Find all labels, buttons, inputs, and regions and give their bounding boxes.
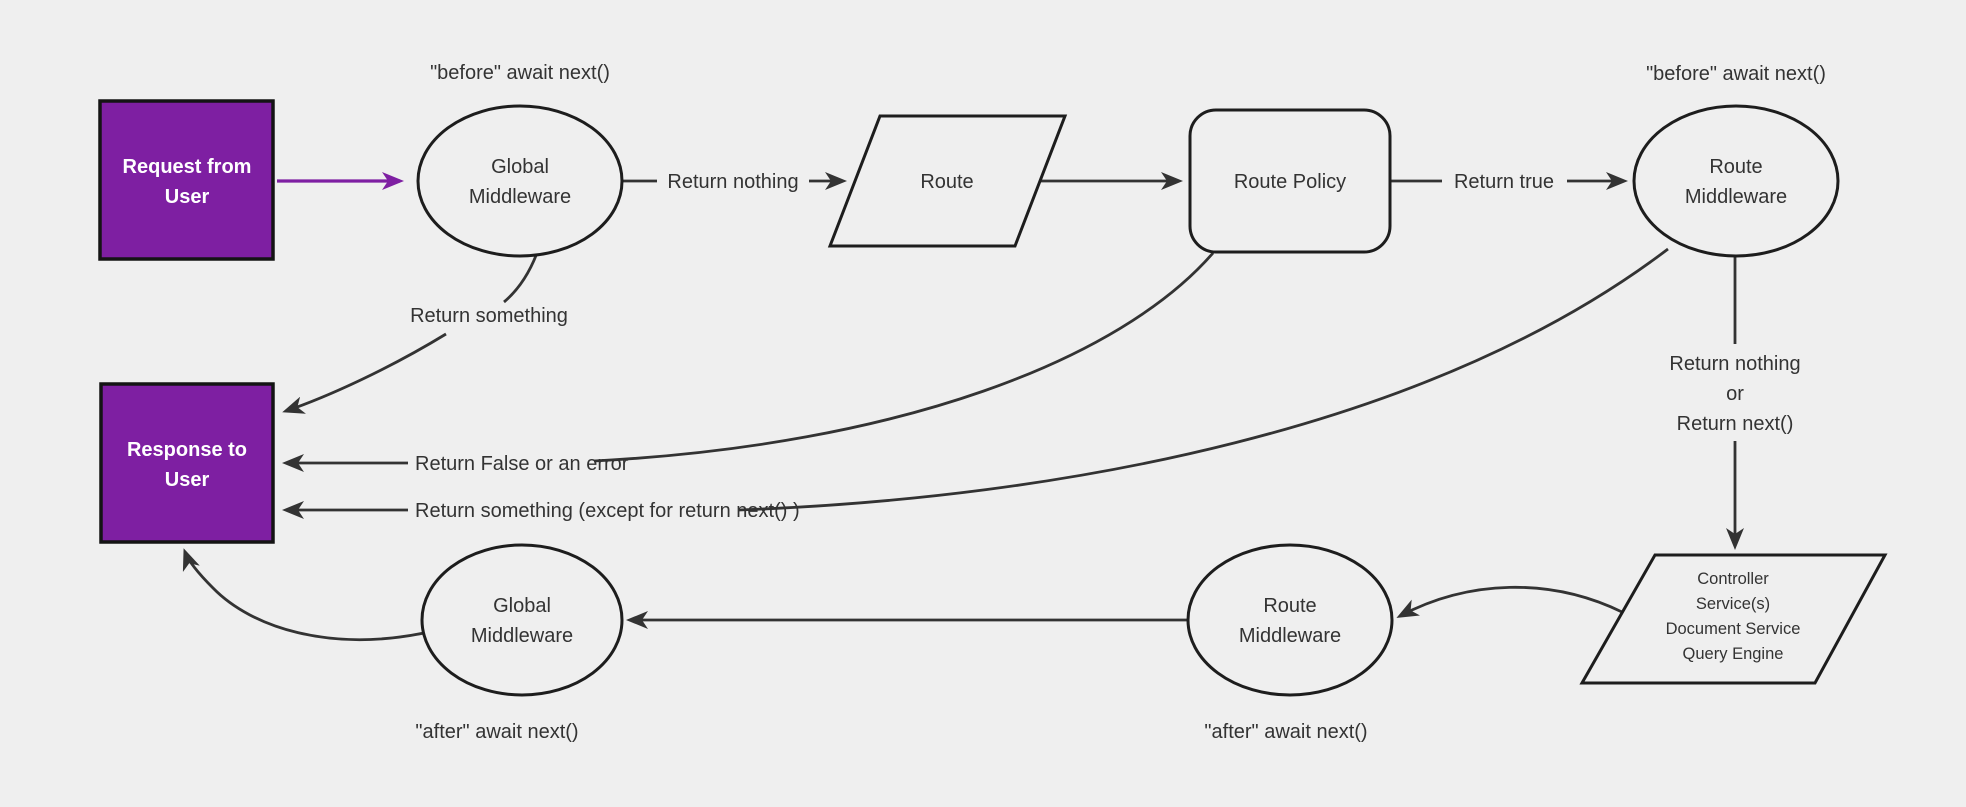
label-return-false-or-error: Return False or an error <box>415 453 629 475</box>
route-middleware-top-label-line1: Route <box>1709 156 1762 178</box>
route-middleware-bottom-ellipse <box>1186 543 1394 697</box>
node-request-from-user: Request from User <box>98 99 275 261</box>
label-after-await-next-left: "after" await next() <box>415 721 578 743</box>
label-return-nothing-or-line3: Return next() <box>1677 413 1794 435</box>
request-from-user-label-line2: User <box>165 186 210 208</box>
route-middleware-bottom-label-line2: Middleware <box>1239 625 1341 647</box>
label-before-await-next-left: "before" await next() <box>430 62 610 84</box>
edge-global-to-response-segment2 <box>282 332 447 414</box>
route-middleware-bottom-label-line1: Route <box>1263 595 1316 617</box>
controller-label-line1: Controller <box>1697 570 1769 588</box>
node-response-to-user: Response to User <box>99 382 275 544</box>
label-return-something-except: Return something (except for return next… <box>415 500 800 522</box>
node-global-middleware-top: Global Middleware <box>416 104 624 258</box>
route-policy-box <box>1188 108 1392 254</box>
global-middleware-top-label-line2: Middleware <box>469 186 571 208</box>
controller-label-line2: Service(s) <box>1696 595 1770 613</box>
edge-routemw-to-response-curve <box>738 247 1669 512</box>
response-to-user-label-line1: Response to <box>127 439 247 461</box>
edge-policy-to-response-curve <box>593 252 1215 463</box>
node-route-middleware-bottom: Route Middleware <box>1186 543 1394 697</box>
node-global-middleware-bottom: Global Middleware <box>420 543 624 697</box>
controller-label-line3: Document Service <box>1666 620 1801 638</box>
response-to-user-label-line2: User <box>165 469 210 491</box>
node-route-policy: Route Policy <box>1188 108 1392 254</box>
label-return-nothing-or-line2: or <box>1726 383 1744 405</box>
response-to-user-box <box>99 382 275 544</box>
label-before-await-next-right: "before" await next() <box>1646 63 1826 85</box>
route-middleware-top-ellipse <box>1632 104 1840 258</box>
node-route: Route <box>827 114 1068 248</box>
global-middleware-bottom-label-line1: Global <box>493 595 551 617</box>
route-label: Route <box>920 171 973 193</box>
edge-global-to-response-segment1 <box>503 252 539 304</box>
edge-globalmw-bottom-to-response <box>182 548 425 642</box>
label-return-nothing: Return nothing <box>667 171 798 193</box>
label-return-nothing-or-line1: Return nothing <box>1669 353 1800 375</box>
request-from-user-label-line1: Request from <box>123 156 252 178</box>
node-controller-services: Controller Service(s) Document Service Q… <box>1579 553 1888 685</box>
controller-label-line4: Query Engine <box>1683 645 1784 663</box>
node-route-middleware-top: Route Middleware <box>1632 104 1840 258</box>
controller-parallelogram <box>1579 553 1888 685</box>
route-middleware-top-label-line2: Middleware <box>1685 186 1787 208</box>
label-after-await-next-right: "after" await next() <box>1204 721 1367 743</box>
global-middleware-top-ellipse <box>416 104 624 258</box>
request-from-user-box <box>98 99 275 261</box>
route-policy-label: Route Policy <box>1234 171 1346 193</box>
label-return-something: Return something <box>410 305 568 327</box>
route-parallelogram <box>827 114 1068 248</box>
global-middleware-bottom-label-line2: Middleware <box>471 625 573 647</box>
global-middleware-bottom-ellipse <box>420 543 624 697</box>
global-middleware-top-label-line1: Global <box>491 156 549 178</box>
edge-controller-to-routemw-bottom <box>1396 585 1623 618</box>
label-return-true: Return true <box>1454 171 1554 193</box>
